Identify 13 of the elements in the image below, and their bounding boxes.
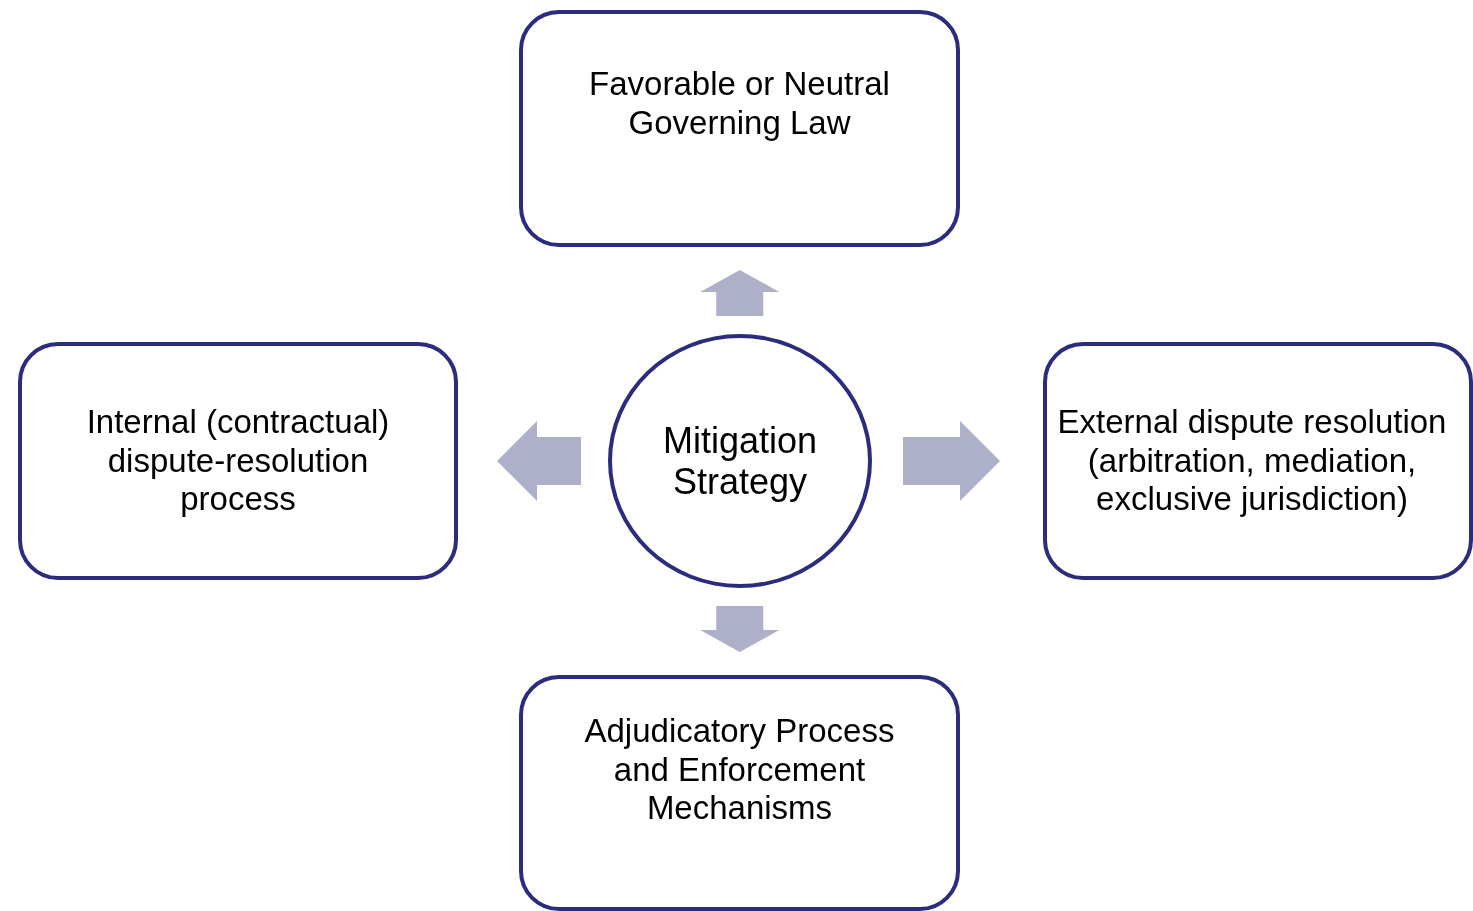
block-arrow — [700, 605, 780, 652]
node-label: Favorable or Neutral Governing Law — [588, 64, 891, 143]
node-label: External dispute resolution (arbitration, mediation, exclusive jurisdiction) — [1056, 403, 1448, 519]
outcome-box — [1043, 342, 1473, 580]
block-arrow — [700, 270, 780, 317]
node-label: Mitigation Strategy — [661, 419, 819, 503]
block-arrow — [903, 421, 1000, 501]
node-label: Adjudicatory Process and Enforcement Mechanisms — [583, 712, 896, 828]
outcome-box — [18, 342, 458, 580]
outcome-box — [519, 10, 960, 247]
outcome-box — [519, 675, 960, 911]
node-label: Internal (contractual) dispute-resolution process — [85, 403, 391, 519]
block-arrow — [497, 421, 581, 501]
